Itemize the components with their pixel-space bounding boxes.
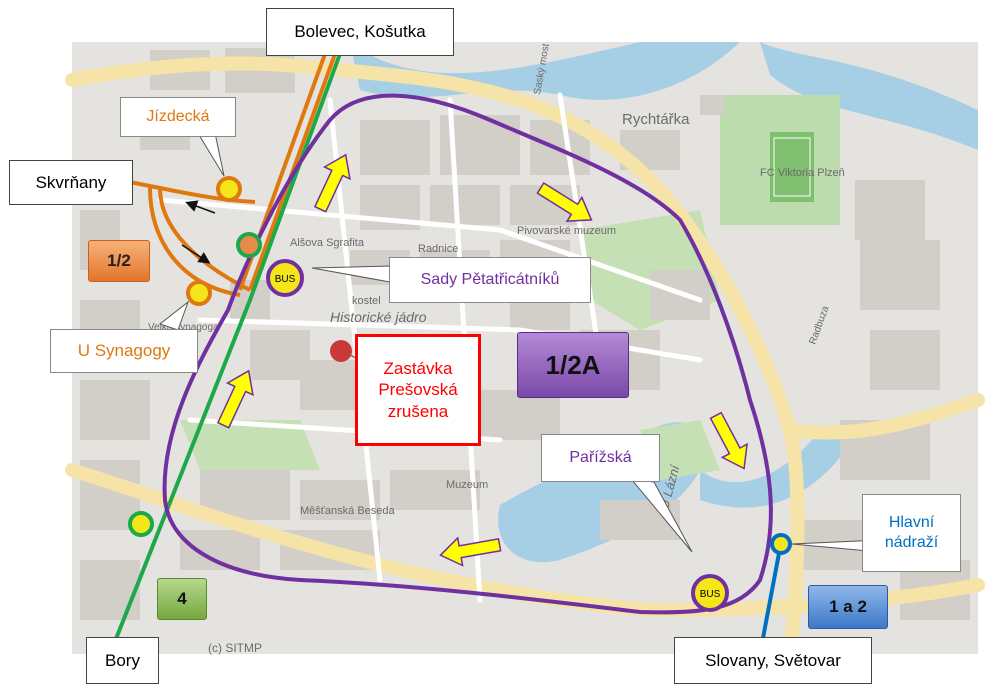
bus-route-1-2a [162,93,773,615]
direction-arrow-black [185,200,216,214]
callout-pointers [158,127,881,553]
label-radnice: Radnice [418,243,458,255]
stop-label-bory: Bory [86,637,159,684]
stop-label-slovany: Slovany, Světovar [674,637,872,684]
label-rychtarka: Rychtářka [622,111,690,128]
stop-presovska-closed-marker[interactable] [330,340,352,362]
label-kostel: kostel [352,295,381,307]
line-badge-1-2a: 1/2A [517,332,629,398]
label-muzeum: Muzeum [446,479,488,491]
tram-line-green [108,39,347,655]
label-historicke: Historické jádro [330,309,427,325]
label-mestanska: Měšťanská Beseda [300,505,396,517]
stop-label-u-synagogy: U Synagogy [50,329,198,373]
stop-label-sady: Sady Pětatřicátníků [389,257,591,303]
label-alsova: Alšova Sgrafita [290,237,365,249]
route-arrow-icon [709,411,748,470]
bus-label: BUS [275,274,296,285]
stop-bory-line-marker[interactable] [128,511,154,537]
tram-line-blue [758,547,782,655]
bus-stop-sady[interactable]: BUS [266,259,304,297]
route-arrow-icon [439,536,502,567]
line-badge-1-2: 1/2 [88,240,150,282]
stop-label-hlavni-nadrazi: Hlavní nádraží [862,494,961,572]
stop-label-skvrnany: Skvrňany [9,160,133,205]
label-viktoria: FC Viktoria Plzeň [760,167,845,179]
label-copyright: (c) SITMP [208,641,262,655]
bus-stop-parizska[interactable]: BUS [691,574,729,612]
route-direction-arrows [216,153,748,567]
line-badge-1-a-2: 1 a 2 [808,585,888,629]
stop-jizdecka-marker[interactable] [216,176,242,202]
stop-label-bolevec: Bolevec, Košutka [266,8,454,56]
stop-label-jizdecka: Jízdecká [120,97,236,137]
label-pivovarske: Pivovarské muzeum [517,225,616,237]
bus-label: BUS [700,589,721,600]
stop-u-synagogy-marker[interactable] [186,280,212,306]
stop-transfer-marker[interactable] [236,232,262,258]
route-arrow-icon [216,369,254,429]
stop-label-presovska-closed: Zastávka Prešovská zrušena [355,334,481,446]
stop-hlavni-nadrazi-marker[interactable] [770,533,792,555]
route-arrow-icon [313,153,351,213]
label-synagoga: Velká synagoga [148,322,219,333]
direction-arrow-black [181,244,211,264]
line-badge-4: 4 [157,578,207,620]
route-arrow-icon [536,181,593,222]
stop-label-parizska: Pařížská [541,434,660,482]
street-labels: Alšova Sgrafita Radnice Pivovarské muzeu… [148,42,845,655]
